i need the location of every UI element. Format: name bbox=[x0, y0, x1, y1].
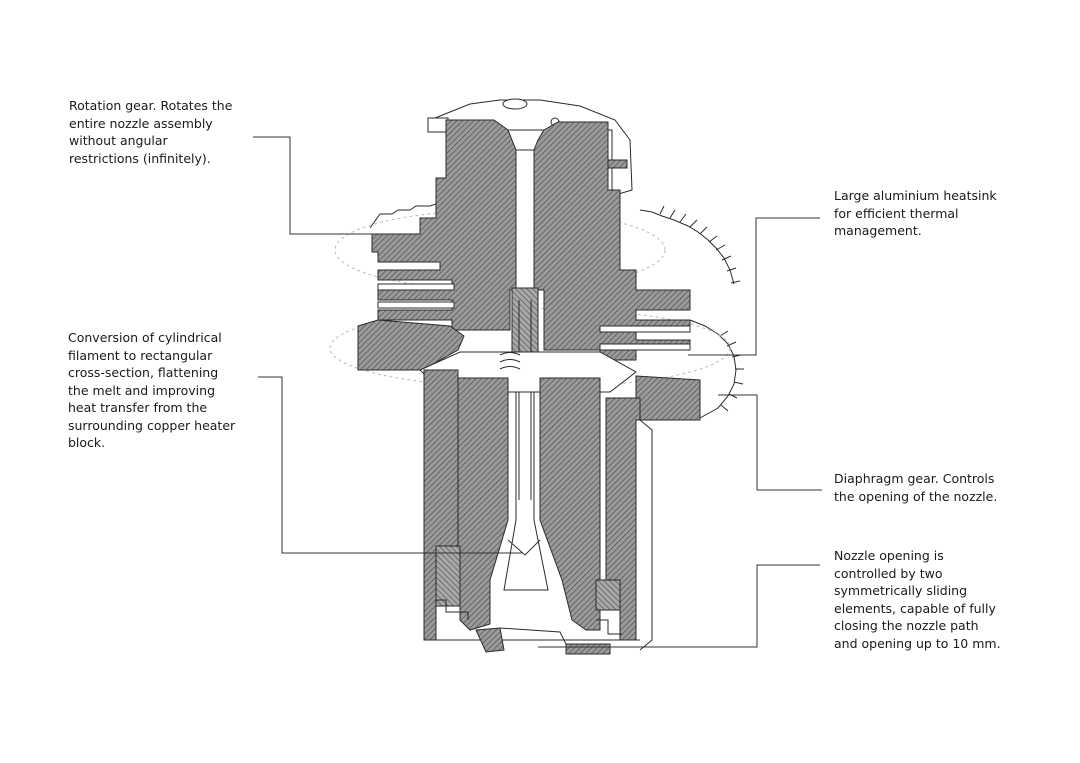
callout-conversion: Conversion of cylindrical filament to re… bbox=[68, 330, 236, 450]
leader-lines bbox=[253, 136, 822, 648]
heatsink-right-section bbox=[533, 121, 691, 361]
callout-rotation-gear: Rotation gear. Rotates the entire nozzle… bbox=[69, 98, 233, 166]
leader-diaphragm-gear bbox=[718, 394, 822, 491]
leader-heatsink bbox=[688, 217, 820, 356]
callout-heatsink: Large aluminium heatsink for efficient t… bbox=[834, 188, 997, 238]
heatsink-left-section bbox=[371, 119, 517, 331]
leader-conversion bbox=[258, 376, 522, 554]
callout-diaphragm-gear: Diaphragm gear. Controls the opening of … bbox=[834, 471, 998, 504]
heater-block-section bbox=[423, 369, 653, 655]
callout-nozzle-opening: Nozzle opening is controlled by two symm… bbox=[834, 548, 1001, 651]
leader-nozzle-opening bbox=[538, 564, 820, 648]
leader-rotation-gear bbox=[253, 136, 372, 235]
